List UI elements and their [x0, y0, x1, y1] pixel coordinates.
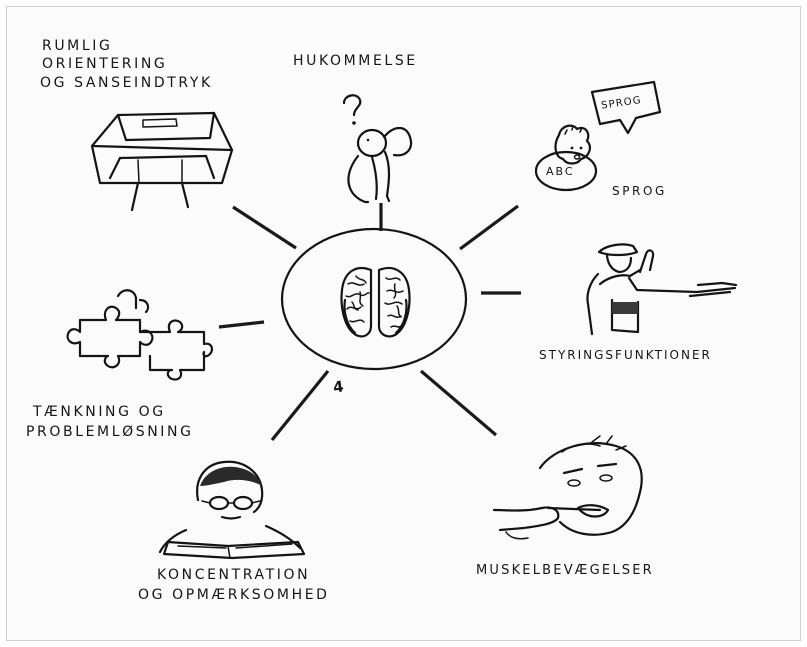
label-executive: STYRINGSFUNKTIONER: [539, 348, 712, 362]
spoke-thinking: [218, 320, 265, 329]
label-motor: MUSKELBEVÆGELSER: [476, 563, 654, 578]
spoke-spatial: [232, 205, 297, 250]
spoke-language: [459, 204, 519, 251]
center-circle: [280, 227, 468, 371]
brain-icon: [340, 266, 411, 338]
label-concentration-line-2: OG OPMÆRKSOMHED: [138, 587, 330, 603]
connector-spokes: [218, 203, 521, 442]
speech-bubble-text: SPROG: [600, 95, 642, 112]
center-symbol: 4: [332, 377, 345, 396]
label-concentration-line-1: KONCENTRATION: [157, 567, 311, 583]
spoke-concentration: [270, 369, 330, 442]
label-spatial-line-1: RUMLIG: [42, 38, 113, 54]
abc-ball-illustration: [534, 150, 598, 192]
label-thinking-line-1: TÆNKNING OG: [33, 404, 166, 420]
child-head-illustration: [554, 124, 591, 165]
spoke-motor: [419, 369, 498, 437]
label-memory: HUKOMMELSE: [293, 53, 418, 69]
label-spatial-line-2: ORIENTERING: [42, 56, 168, 72]
label-thinking-line-2: PROBLEMLØSNING: [26, 424, 194, 440]
speech-bubble-illustration: [590, 80, 662, 135]
child-reading-illustration: [158, 460, 306, 560]
abc-ball-text: ABC: [546, 165, 575, 178]
thinking-person-illustration: [342, 94, 413, 204]
label-language: SPROG: [612, 184, 667, 198]
label-spatial-line-3: OG SANSEINDTRYK: [40, 75, 213, 91]
child-brushing-teeth-illustration: [492, 435, 643, 540]
box-illustration: [90, 111, 234, 212]
puzzle-pieces-illustration: [66, 289, 214, 381]
traffic-officer-illustration: [586, 243, 738, 336]
